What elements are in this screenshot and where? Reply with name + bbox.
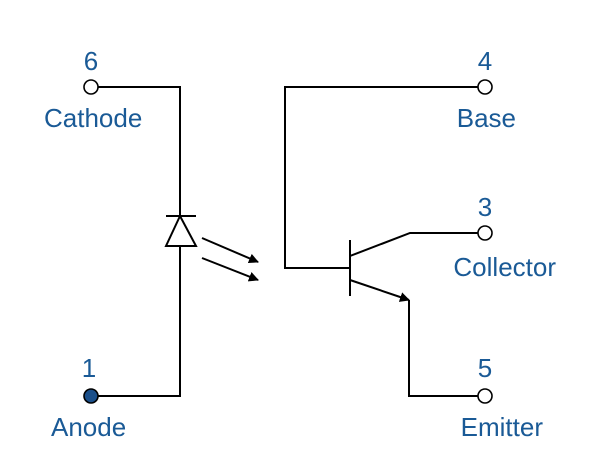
pin-6-number: 6 bbox=[84, 46, 98, 76]
light-emission-arrows bbox=[201, 237, 259, 282]
emitter-arrow bbox=[349, 279, 410, 302]
emitter-wire bbox=[408, 300, 478, 397]
pin-6-terminal bbox=[83, 79, 99, 95]
pin-3-terminal bbox=[477, 225, 493, 241]
pin-3-number: 3 bbox=[478, 192, 492, 222]
pin-1-terminal bbox=[83, 388, 99, 404]
collector-wire bbox=[349, 232, 478, 257]
pin-4-number: 4 bbox=[478, 46, 492, 76]
base-label: Base bbox=[457, 103, 516, 133]
pin-1-number: 1 bbox=[82, 353, 96, 383]
cathode-wire bbox=[98, 86, 181, 216]
anode-label: Anode bbox=[51, 412, 126, 442]
anode-wire bbox=[98, 246, 181, 397]
base-wire bbox=[284, 86, 478, 269]
pin-4-terminal bbox=[477, 79, 493, 95]
emitter-label: Emitter bbox=[461, 412, 544, 442]
pin-5-terminal bbox=[477, 388, 493, 404]
cathode-label: Cathode bbox=[44, 103, 142, 133]
led-diode-symbol bbox=[164, 213, 198, 247]
pin-5-number: 5 bbox=[478, 353, 492, 383]
collector-label: Collector bbox=[453, 252, 556, 282]
